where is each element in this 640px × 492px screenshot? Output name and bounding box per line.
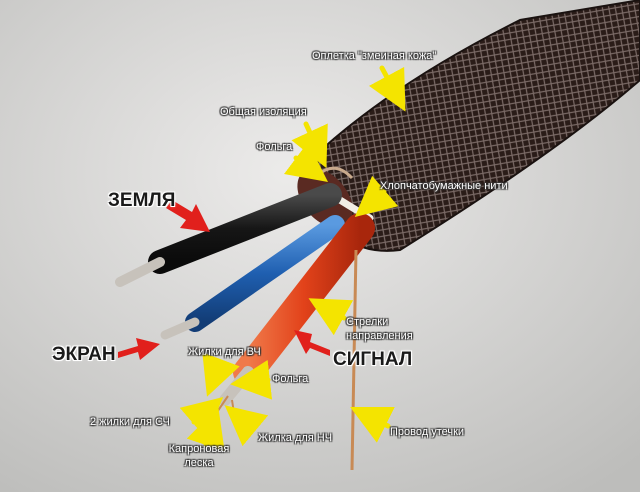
- yellow-arrows: [179, 65, 406, 452]
- label-arrows-2: направления: [346, 330, 413, 342]
- label-signal: СИГНАЛ: [333, 349, 413, 370]
- label-arrows-1: Стрелки: [346, 316, 389, 328]
- label-nylon-2: леска: [184, 457, 214, 469]
- black-wire: [148, 183, 342, 274]
- label-insulation: Общая изоляция: [220, 106, 307, 118]
- label-mf-strands: 2 жилки для СЧ: [90, 416, 170, 428]
- red-arrows: [118, 200, 330, 360]
- label-braid: Оплетка "змеиная кожа": [312, 50, 437, 62]
- blue-wire-strands: [160, 317, 200, 340]
- label-lf-strand: Жилка для НЧ: [258, 432, 333, 444]
- label-foil-top: Фольга: [256, 141, 293, 153]
- red-wire: [233, 213, 375, 387]
- label-ground: ЗЕМЛЯ: [108, 190, 176, 211]
- label-hf-strands: Жилки для ВЧ: [188, 346, 261, 358]
- label-drain: Провод утечки: [390, 426, 465, 438]
- black-wire-strands: [115, 257, 165, 287]
- label-screen: ЭКРАН: [52, 344, 116, 365]
- label-foil-bottom: Фольга: [272, 373, 309, 385]
- label-cotton: Хлопчатобумажные нити: [380, 180, 508, 192]
- label-nylon-1: Капроновая: [168, 443, 230, 455]
- blue-wire: [185, 215, 345, 332]
